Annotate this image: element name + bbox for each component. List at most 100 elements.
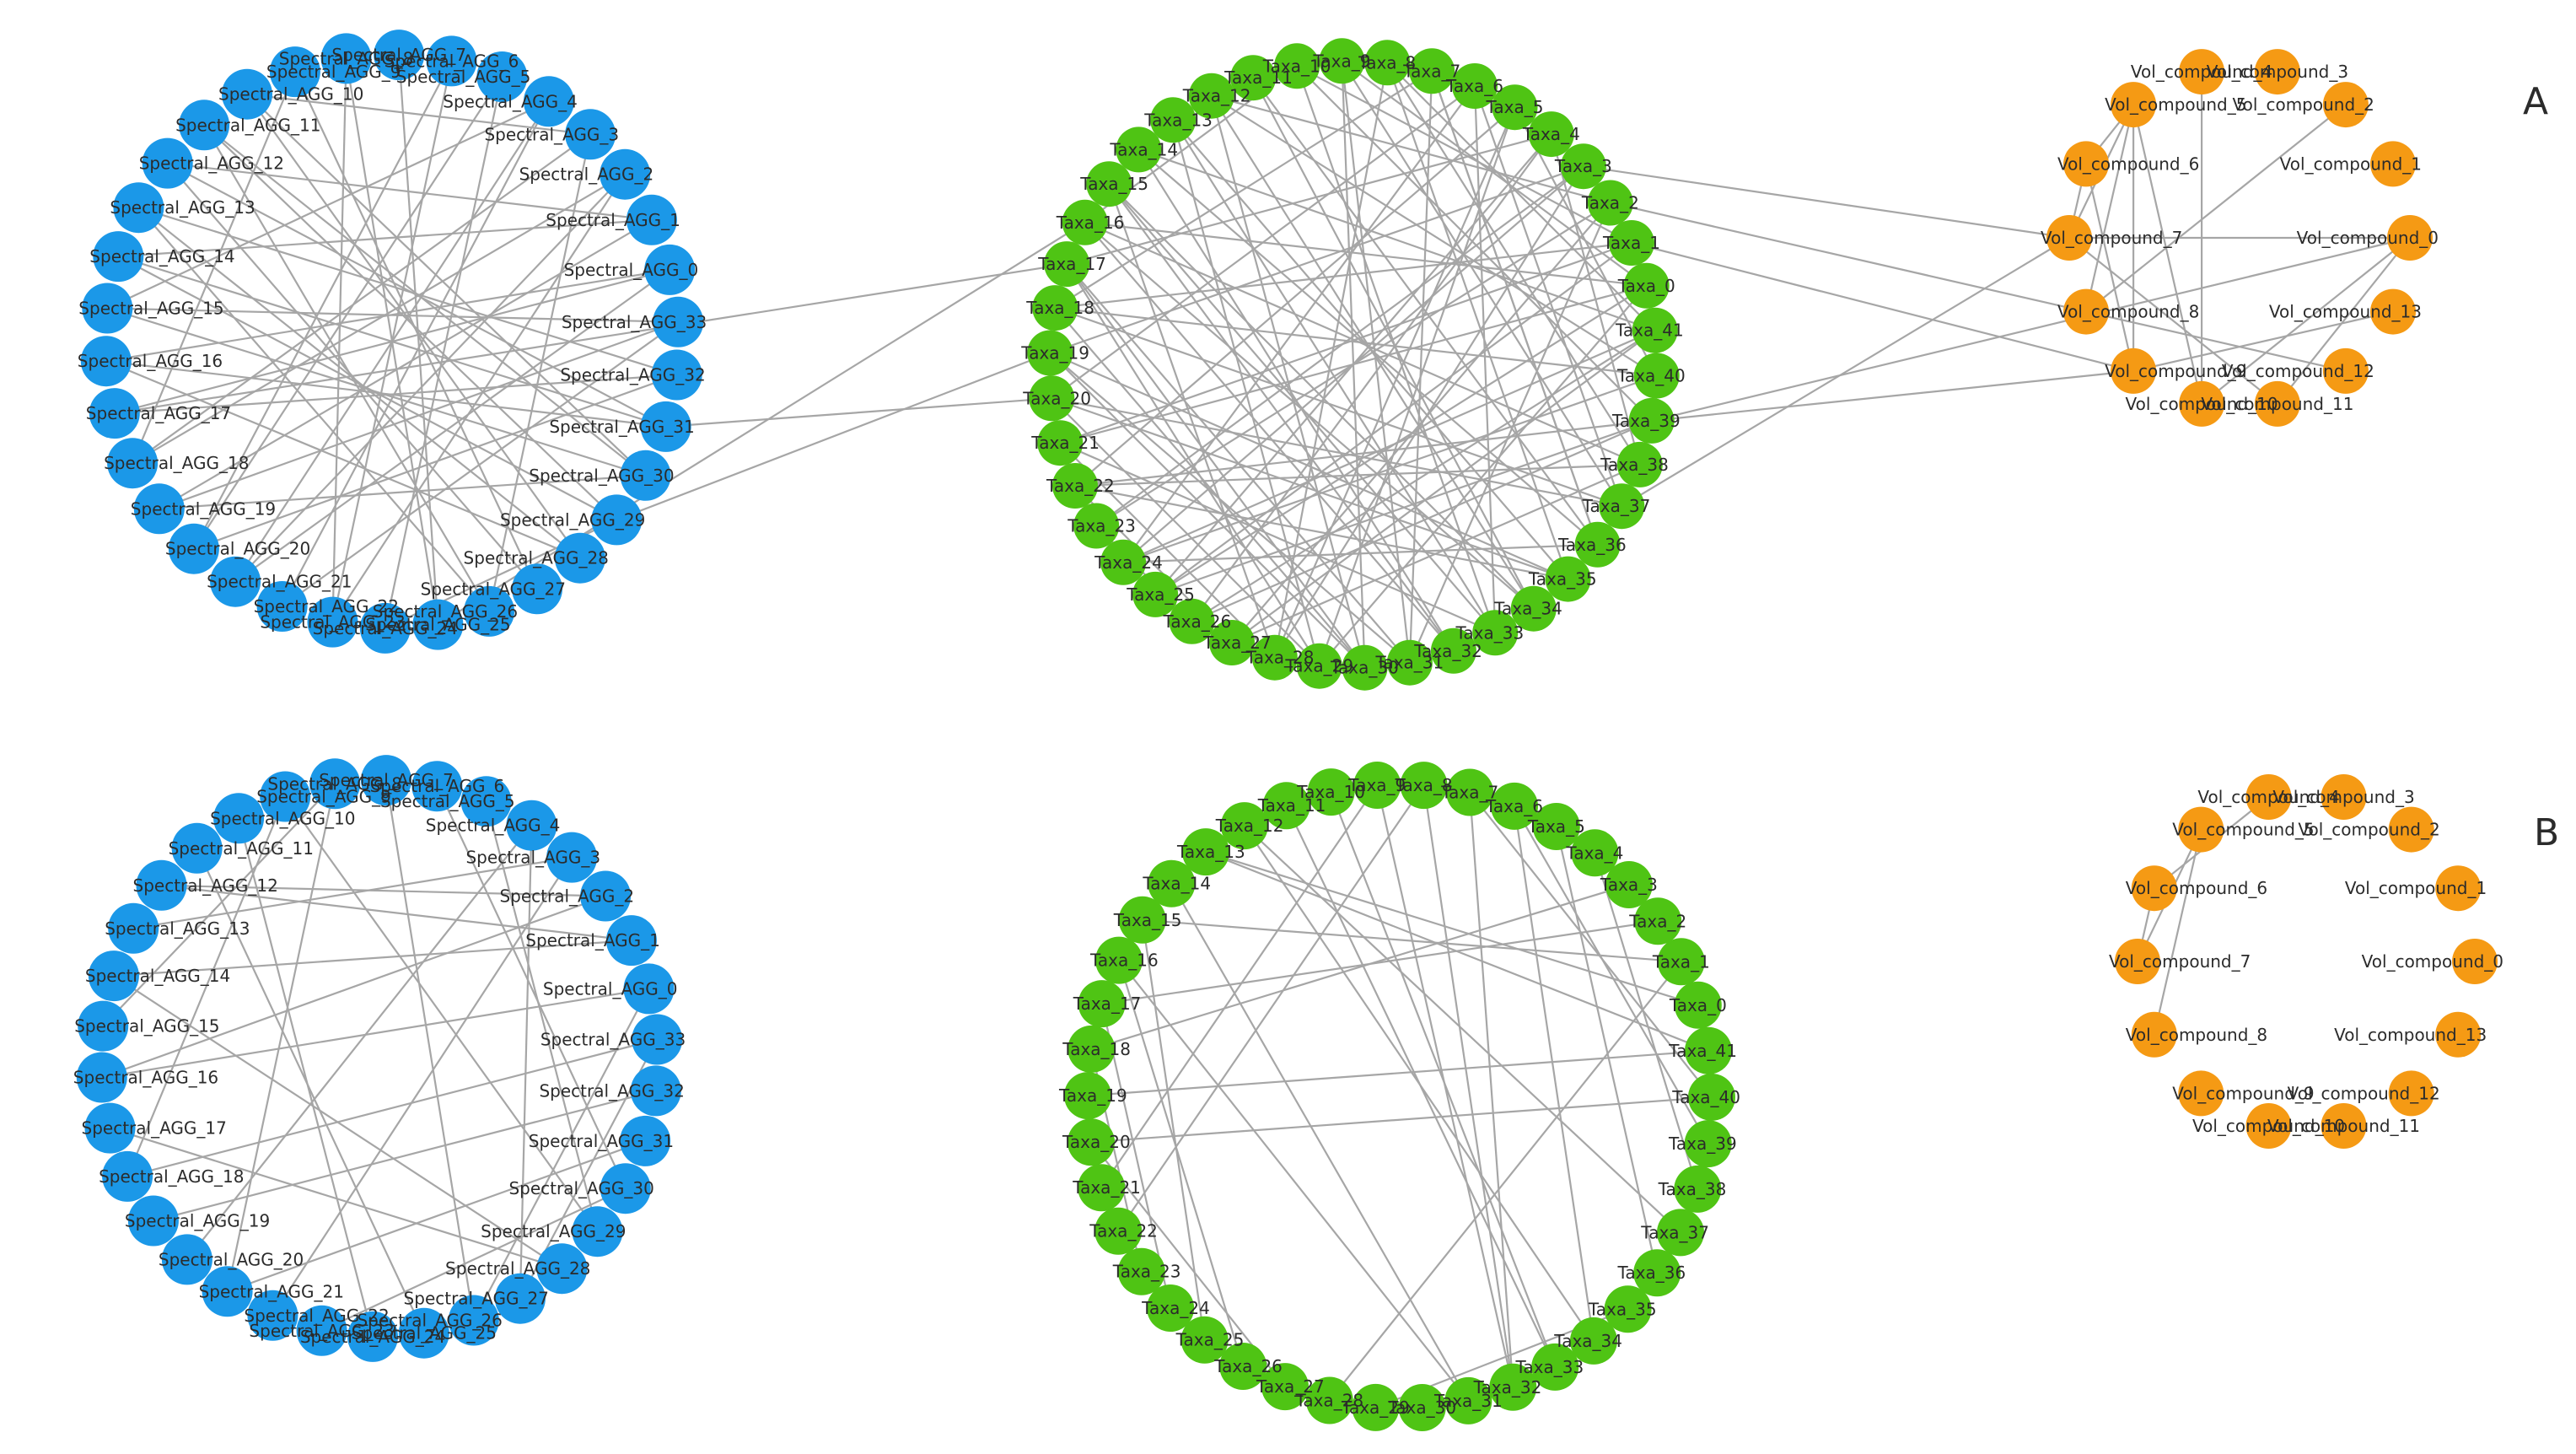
node-spectral-14-a[interactable] xyxy=(93,231,144,283)
node-spectral-1-a[interactable] xyxy=(626,194,677,245)
node-spectral-3-b[interactable] xyxy=(546,832,598,883)
node-taxa-10-a[interactable] xyxy=(1274,43,1320,89)
node-taxa-36-b[interactable] xyxy=(1633,1249,1681,1297)
node-vol-7-a[interactable] xyxy=(2046,215,2092,261)
node-spectral-25-a[interactable] xyxy=(412,599,464,650)
node-vol-5-a[interactable] xyxy=(2111,82,2157,128)
node-vol-4-a[interactable] xyxy=(2179,49,2225,95)
node-spectral-8-b[interactable] xyxy=(309,758,361,810)
node-taxa-33-a[interactable] xyxy=(1472,610,1519,656)
node-spectral-18-b[interactable] xyxy=(102,1150,153,1202)
node-spectral-13-a[interactable] xyxy=(113,182,164,234)
node-spectral-18-a[interactable] xyxy=(107,438,159,489)
node-taxa-41-b[interactable] xyxy=(1685,1026,1732,1074)
node-vol-3-b[interactable] xyxy=(2321,774,2367,820)
node-spectral-33-a[interactable] xyxy=(653,296,704,347)
node-spectral-26-b[interactable] xyxy=(448,1295,499,1346)
node-taxa-7-a[interactable] xyxy=(1409,48,1455,94)
node-taxa-12-b[interactable] xyxy=(1220,802,1268,850)
node-taxa-28-b[interactable] xyxy=(1305,1376,1353,1424)
node-taxa-2-b[interactable] xyxy=(1634,897,1682,945)
node-taxa-15-a[interactable] xyxy=(1086,161,1132,207)
node-vol-0-a[interactable] xyxy=(2387,215,2433,261)
node-spectral-20-b[interactable] xyxy=(161,1234,212,1285)
node-taxa-25-b[interactable] xyxy=(1180,1316,1229,1364)
node-spectral-32-a[interactable] xyxy=(651,349,702,401)
node-taxa-35-b[interactable] xyxy=(1604,1285,1652,1333)
node-spectral-10-b[interactable] xyxy=(213,793,265,844)
node-taxa-29-b[interactable] xyxy=(1352,1383,1400,1431)
node-taxa-41-a[interactable] xyxy=(1632,307,1678,353)
node-vol-13-b[interactable] xyxy=(2435,1011,2482,1058)
node-taxa-23-b[interactable] xyxy=(1117,1247,1165,1295)
node-taxa-23-a[interactable] xyxy=(1073,503,1120,549)
node-taxa-10-b[interactable] xyxy=(1307,768,1355,816)
node-spectral-19-b[interactable] xyxy=(127,1195,179,1247)
node-taxa-37-a[interactable] xyxy=(1599,483,1645,530)
node-spectral-13-b[interactable] xyxy=(108,902,159,954)
node-vol-12-a[interactable] xyxy=(2322,347,2369,394)
node-taxa-9-a[interactable] xyxy=(1319,38,1365,84)
node-vol-8-b[interactable] xyxy=(2131,1011,2177,1058)
node-spectral-28-a[interactable] xyxy=(554,532,605,584)
node-spectral-11-a[interactable] xyxy=(179,100,230,151)
node-taxa-0-b[interactable] xyxy=(1674,981,1722,1029)
node-vol-0-b[interactable] xyxy=(2452,939,2498,984)
node-vol-9-a[interactable] xyxy=(2111,347,2157,394)
node-taxa-40-b[interactable] xyxy=(1688,1073,1735,1121)
node-taxa-18-a[interactable] xyxy=(1032,285,1078,331)
node-taxa-7-b[interactable] xyxy=(1446,768,1494,816)
node-taxa-37-b[interactable] xyxy=(1657,1209,1704,1257)
node-spectral-23-a[interactable] xyxy=(307,596,358,648)
node-taxa-22-b[interactable] xyxy=(1094,1207,1143,1255)
node-taxa-39-a[interactable] xyxy=(1628,397,1675,444)
node-taxa-9-b[interactable] xyxy=(1353,762,1401,809)
node-vol-7-b[interactable] xyxy=(2115,939,2160,984)
node-spectral-25-b[interactable] xyxy=(398,1307,449,1359)
node-taxa-33-b[interactable] xyxy=(1531,1343,1579,1391)
node-spectral-32-b[interactable] xyxy=(630,1065,681,1117)
node-taxa-12-a[interactable] xyxy=(1188,73,1234,119)
node-spectral-14-b[interactable] xyxy=(88,950,139,1002)
node-taxa-17-a[interactable] xyxy=(1044,241,1090,288)
node-taxa-13-a[interactable] xyxy=(1150,97,1197,143)
node-taxa-20-b[interactable] xyxy=(1068,1118,1115,1166)
node-taxa-27-b[interactable] xyxy=(1261,1363,1309,1411)
node-spectral-23-b[interactable] xyxy=(296,1305,347,1356)
node-vol-8-a[interactable] xyxy=(2063,288,2109,335)
node-spectral-0-b[interactable] xyxy=(623,963,675,1015)
node-vol-11-b[interactable] xyxy=(2321,1103,2367,1149)
node-taxa-5-b[interactable] xyxy=(1532,803,1580,850)
node-taxa-17-b[interactable] xyxy=(1078,980,1126,1028)
node-spectral-7-b[interactable] xyxy=(361,755,411,806)
node-vol-5-b[interactable] xyxy=(2178,806,2224,853)
node-taxa-39-b[interactable] xyxy=(1684,1120,1732,1168)
node-vol-9-b[interactable] xyxy=(2178,1070,2224,1117)
node-spectral-11-b[interactable] xyxy=(171,822,223,874)
node-taxa-2-a[interactable] xyxy=(1587,180,1633,226)
node-spectral-27-b[interactable] xyxy=(494,1273,546,1324)
node-taxa-16-b[interactable] xyxy=(1095,936,1143,984)
node-spectral-24-a[interactable] xyxy=(359,602,411,654)
node-taxa-1-a[interactable] xyxy=(1609,220,1654,266)
node-spectral-4-b[interactable] xyxy=(506,800,557,851)
node-spectral-9-b[interactable] xyxy=(260,771,311,822)
node-taxa-20-a[interactable] xyxy=(1029,375,1075,422)
node-spectral-24-b[interactable] xyxy=(347,1311,398,1362)
node-spectral-31-b[interactable] xyxy=(620,1115,671,1166)
node-spectral-26-a[interactable] xyxy=(464,585,515,637)
node-spectral-12-b[interactable] xyxy=(136,859,187,911)
node-taxa-5-a[interactable] xyxy=(1492,84,1538,131)
node-taxa-34-a[interactable] xyxy=(1510,585,1557,632)
node-spectral-27-a[interactable] xyxy=(512,563,562,615)
node-spectral-21-b[interactable] xyxy=(202,1266,253,1317)
node-spectral-5-a[interactable] xyxy=(476,51,528,102)
node-spectral-22-b[interactable] xyxy=(247,1290,298,1341)
node-vol-11-a[interactable] xyxy=(2254,380,2300,427)
node-spectral-6-a[interactable] xyxy=(426,35,477,87)
node-vol-4-b[interactable] xyxy=(2245,774,2292,820)
node-vol-2-b[interactable] xyxy=(2388,806,2434,853)
node-taxa-3-a[interactable] xyxy=(1560,143,1606,190)
node-spectral-17-b[interactable] xyxy=(84,1102,136,1154)
node-taxa-22-a[interactable] xyxy=(1052,463,1098,509)
